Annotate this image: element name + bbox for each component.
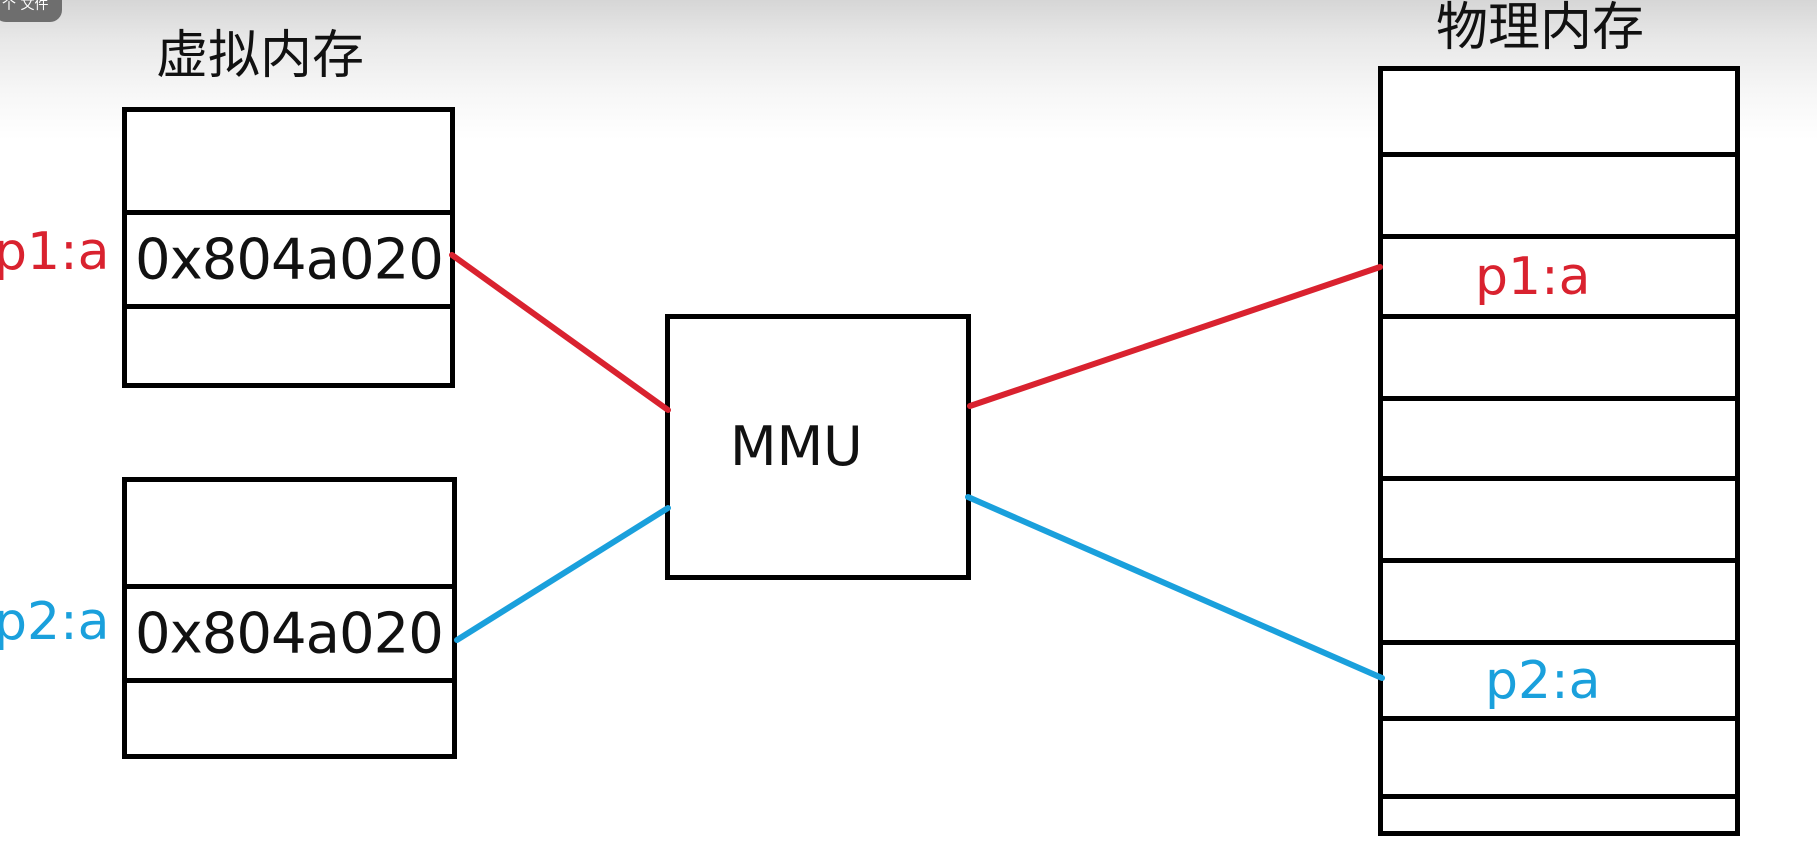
p2-virtual-address: 0x804a020 — [135, 601, 444, 666]
p2-physical-label: p2:a — [1485, 650, 1601, 711]
p2-virtual-label: p2:a — [0, 592, 110, 652]
vm-p1-cell-bottom — [127, 304, 450, 383]
pm-cell-4 — [1383, 314, 1735, 396]
p1-virtual-label: p1:a — [0, 222, 110, 282]
virtual-memory-p2: 0x804a020 — [122, 477, 457, 759]
p1-vm-to-mmu-line — [449, 252, 671, 413]
pm-cell-7 — [1383, 558, 1735, 640]
vm-p1-cell-top — [127, 112, 450, 210]
pm-cell-1 — [1383, 71, 1735, 152]
pm-cell-6 — [1383, 476, 1735, 558]
mmu-box: MMU — [665, 314, 971, 580]
pm-cell-2 — [1383, 152, 1735, 234]
physical-memory: p1:a p2:a — [1378, 66, 1740, 836]
virtual-memory-p1: 0x804a020 — [122, 107, 455, 388]
p1-virtual-address: 0x804a020 — [135, 227, 444, 292]
virtual-memory-title: 虚拟内存 — [156, 26, 365, 86]
p2-mmu-to-pm-line — [965, 494, 1385, 681]
p2-vm-to-mmu-line — [454, 505, 671, 643]
p1-physical-label: p1:a — [1475, 246, 1591, 307]
pm-cell-10 — [1383, 794, 1735, 831]
corner-badge[interactable]: 个 文件 — [0, 0, 62, 22]
pm-cell-5 — [1383, 396, 1735, 476]
vm-p2-cell-top — [127, 482, 452, 584]
pm-cell-8: p2:a — [1383, 640, 1735, 716]
vm-p2-cell-address: 0x804a020 — [127, 584, 452, 678]
pm-cell-3: p1:a — [1383, 234, 1735, 314]
p1-mmu-to-pm-line — [967, 264, 1383, 409]
vm-p1-cell-address: 0x804a020 — [127, 210, 450, 304]
pm-cell-9 — [1383, 716, 1735, 794]
vm-p2-cell-bottom — [127, 678, 452, 754]
mmu-label: MMU — [730, 415, 863, 478]
physical-memory-title: 物理内存 — [1436, 0, 1645, 58]
